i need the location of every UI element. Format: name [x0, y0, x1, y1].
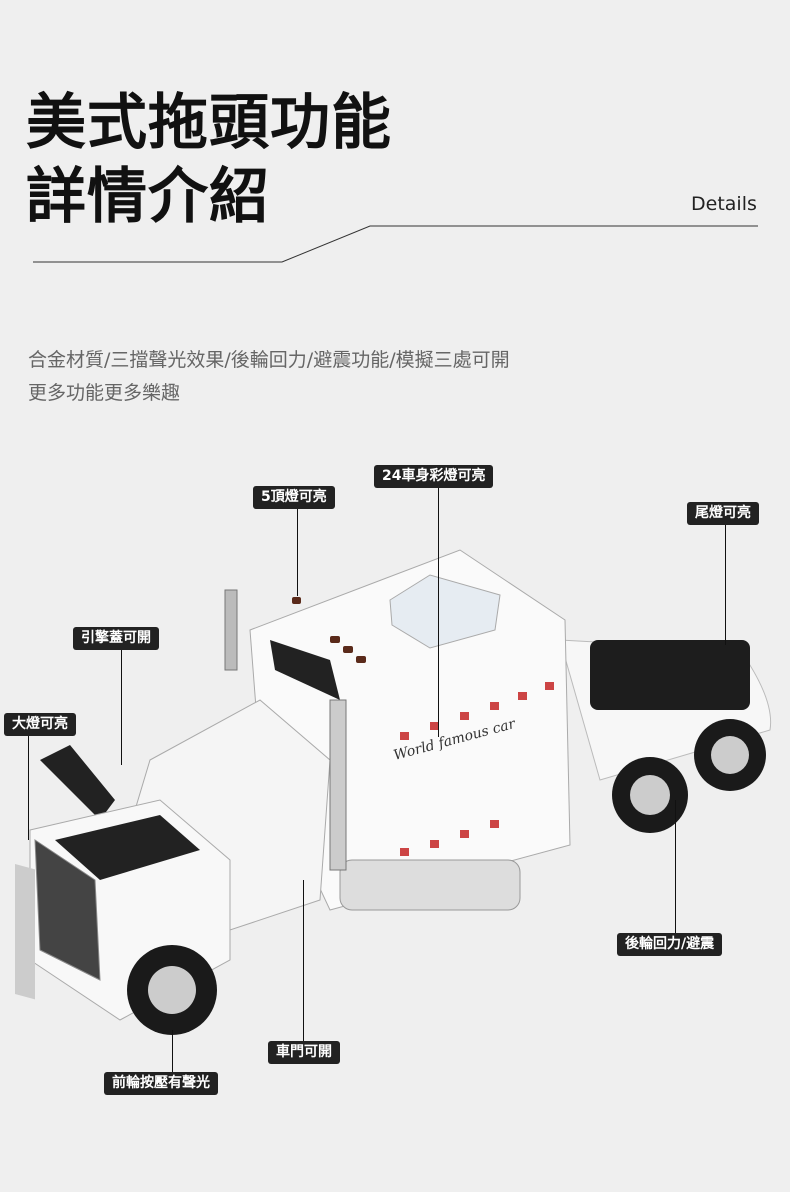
callout-hood: 引擎蓋可開: [73, 627, 159, 650]
callout-tail-lights: 尾燈可亮: [687, 502, 759, 525]
callout-rear-wheels: 後輪回力/避震: [617, 933, 723, 956]
callout-line: [121, 650, 122, 765]
details-label: Details: [691, 193, 757, 215]
callout-line: [28, 736, 29, 840]
intro-line2: 更多功能更多樂趣: [28, 382, 181, 404]
callout-door: 車門可開: [268, 1041, 340, 1064]
callout-headlights: 大燈可亮: [4, 713, 76, 736]
header-divider: [33, 225, 758, 263]
page-title-line2: 詳情介紹: [26, 162, 270, 232]
page-title-line1: 美式拖頭功能: [26, 88, 392, 158]
callout-line: [303, 880, 304, 1041]
callout-line: [725, 525, 726, 645]
callout-front-wheels: 前輪按壓有聲光: [104, 1072, 218, 1095]
callout-line: [297, 508, 298, 596]
callout-line: [438, 488, 439, 737]
callout-top-lights: 5頂燈可亮: [253, 486, 335, 509]
callout-body-lights: 24車身彩燈可亮: [374, 465, 494, 488]
callout-line: [675, 800, 676, 933]
intro-line1: 合金材質/三擋聲光效果/後輪回力/避震功能/模擬三處可開: [28, 349, 510, 371]
callout-line: [172, 1030, 173, 1072]
